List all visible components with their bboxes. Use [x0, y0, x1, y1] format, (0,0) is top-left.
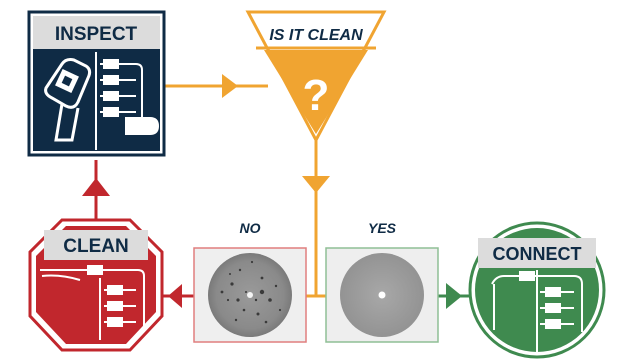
- is-it-clean-step: IS IT CLEAN ?: [245, 10, 387, 144]
- arrow-to-connect: [446, 283, 462, 309]
- arrow-to-question: [222, 74, 238, 98]
- inspection-probe-icon: [44, 58, 92, 142]
- arrow-to-clean: [168, 284, 182, 308]
- connect-step: CONNECT: [468, 221, 606, 359]
- fiber-connector-bundle-icon: [95, 52, 160, 150]
- arrow-down: [302, 176, 330, 193]
- question-label: IS IT CLEAN: [269, 27, 363, 44]
- contamination-specks: [220, 260, 282, 324]
- question-mark-icon: ?: [303, 71, 330, 120]
- yes-label: YES: [368, 220, 397, 236]
- dirty-endface-panel: [193, 247, 307, 343]
- arrow-to-inspect: [82, 178, 110, 196]
- inspect-step: INSPECT: [27, 10, 166, 157]
- clean-label: CLEAN: [63, 236, 128, 257]
- connector-lines: [82, 74, 470, 309]
- cleaning-fiber-icon: [40, 265, 145, 340]
- clean-step: CLEAN: [28, 218, 164, 352]
- inspect-label: INSPECT: [55, 24, 138, 45]
- no-label: NO: [240, 220, 261, 236]
- connected-fiber-icon: [491, 270, 583, 352]
- connect-label: CONNECT: [493, 244, 582, 264]
- clean-endface-panel: [325, 247, 439, 343]
